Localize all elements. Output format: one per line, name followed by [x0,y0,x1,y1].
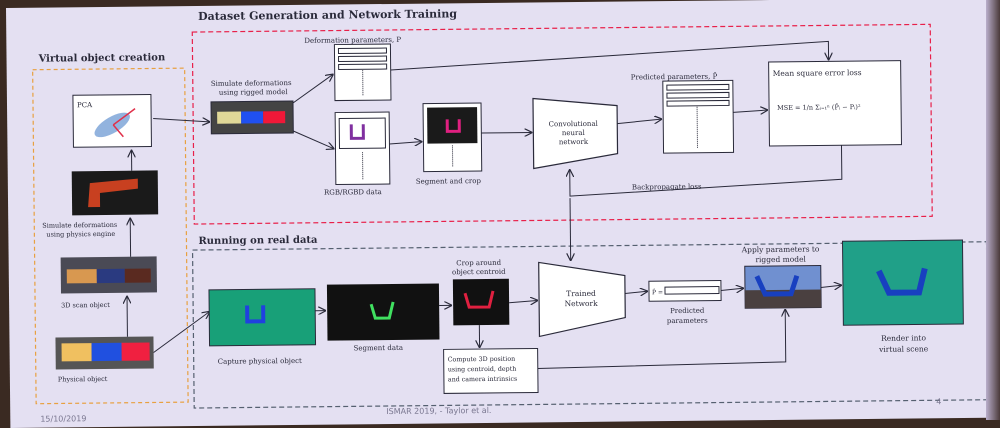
crop-label: Crop aroundobject centroid [452,259,506,277]
page-number: 4 [936,397,941,406]
physics-label: Simulate deformationsusing physics engin… [42,221,117,239]
predicted-label: Predicted parameters, P̂ [631,72,718,81]
phat-label: P̂ = [652,289,663,296]
slide: Dataset Generation and Network Training … [6,0,1000,428]
footer-citation: ISMAR 2019, - Taylor et al. [386,406,491,416]
physics-sim-image [72,170,158,215]
screen-edge [986,0,1000,420]
training-title: Dataset Generation and Network Training [198,7,457,23]
segcrop-label: Segment and crop [416,177,482,186]
pipeline-diagram: Dataset Generation and Network Training … [6,0,1000,428]
crop-image [453,279,509,326]
apply-label: Apply parameters torigged model [741,244,820,264]
rgb-label: RGB/RGBD data [324,188,382,197]
compute-label: Compute 3D positionusing centroid, depth… [448,356,518,384]
segment-data-image [327,283,440,340]
pca-label: PCA [77,101,93,109]
mse-formula: MSE = 1/n Σᵢ₌₁ⁿ (P̂ᵢ − Pᵢ)² [777,103,861,112]
rigged-label: Simulate deformationsusing rigged model [211,79,292,97]
segment-label: Segment data [354,344,403,353]
scan-label: 3D scan object [61,301,110,310]
capture-label: Capture physical object [218,357,302,366]
virtual-title: Virtual object creation [37,52,166,64]
mse-title: Mean square error loss [773,68,862,78]
predicted-params-box [663,80,734,153]
trained-label: TrainedNetwork [564,289,598,308]
pred-params-label: Predictedparameters [667,307,708,325]
render-image [842,240,963,325]
footer-date: 15/10/2019 [40,414,86,423]
physical-label: Physical object [58,375,108,384]
render-label: Render intovirtual scene [878,333,929,354]
real-title: Running on real data [198,235,318,247]
